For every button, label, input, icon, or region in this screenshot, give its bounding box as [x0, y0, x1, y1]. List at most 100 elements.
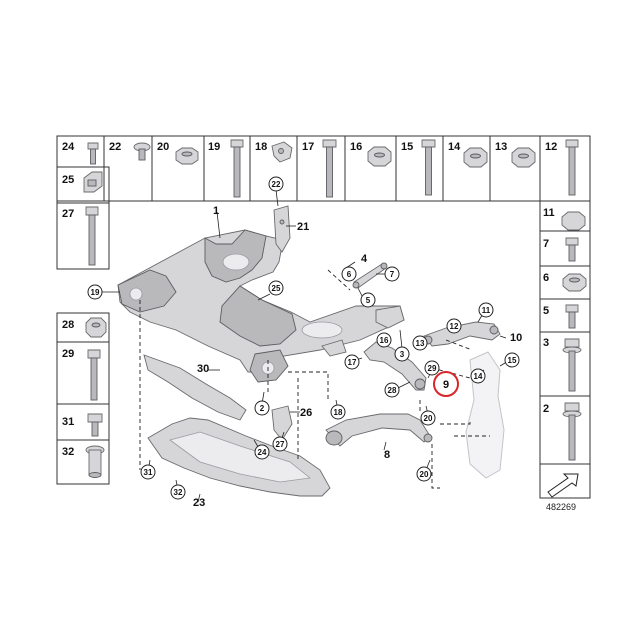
callout-19: 19 [91, 288, 100, 297]
callout-31: 31 [144, 468, 153, 477]
callout-25: 25 [272, 284, 281, 293]
callout-28: 28 [388, 386, 397, 395]
nut-icon-11 [561, 211, 586, 231]
callout-6: 6 [347, 270, 352, 279]
callout-11-marker: 11 [478, 302, 494, 318]
dashed-leaders [139, 269, 490, 489]
left-column-labels: 25 27 28 29 31 32 [62, 174, 74, 458]
callout-23: 23 [193, 497, 205, 509]
bolt-icon-12 [565, 139, 579, 196]
screw-icon-22 [133, 142, 151, 161]
callout-17-marker: 17 [344, 354, 360, 370]
lower-control-arm-8 [325, 413, 433, 447]
sleeve-icon-32 [85, 445, 105, 478]
callout-10: 10 [510, 332, 522, 344]
table-label-32: 32 [62, 446, 74, 458]
table-label-29: 29 [62, 348, 74, 360]
nut-icon-6 [562, 273, 587, 292]
nut-icon-16 [367, 146, 392, 167]
clip-icon-25 [83, 171, 103, 193]
table-label-17: 17 [302, 141, 314, 153]
bracket-icon-18 [271, 141, 293, 163]
callout-20a-marker: 20 [420, 410, 436, 426]
table-label-6: 6 [543, 272, 549, 284]
table-hardware [83, 139, 587, 498]
callout-8: 8 [384, 449, 390, 461]
callout-12: 12 [450, 322, 459, 331]
top-row-labels: 24 22 20 19 18 17 16 15 14 13 12 [62, 141, 557, 153]
callouts: 1 21 4 10 30 26 8 23 22 19 25 6 7 5 11 1… [87, 176, 522, 509]
table-label-27: 27 [62, 208, 74, 220]
table-label-2: 2 [543, 403, 549, 415]
table-label-18: 18 [255, 141, 267, 153]
bolt-icon-7 [565, 237, 579, 262]
callout-9-highlight-marker: 9 [433, 371, 459, 397]
bolt-icon-3 [562, 338, 582, 392]
bolt-icon-15 [421, 139, 436, 196]
callout-16-marker: 16 [376, 332, 392, 348]
callout-14-marker: 14 [470, 368, 486, 384]
callout-24-marker: 24 [254, 444, 270, 460]
callout-3: 3 [400, 350, 405, 359]
bolt-icon-17 [322, 139, 337, 198]
callout-18-marker: 18 [330, 404, 346, 420]
table-label-14: 14 [448, 141, 461, 153]
callout-27: 27 [276, 440, 285, 449]
table-label-12: 12 [545, 141, 557, 153]
callout-22: 22 [272, 180, 281, 189]
wheel-carrier [465, 351, 505, 479]
table-label-28: 28 [62, 319, 74, 331]
callout-32-marker: 32 [170, 484, 186, 500]
callout-2: 2 [260, 404, 265, 413]
table-label-13: 13 [495, 141, 507, 153]
callout-21: 21 [297, 221, 309, 233]
table-label-5: 5 [543, 305, 549, 317]
callout-7: 7 [390, 270, 395, 279]
callout-5-marker: 5 [360, 292, 376, 308]
table-label-15: 15 [401, 141, 413, 153]
callout-26: 26 [300, 407, 312, 419]
callout-15: 15 [508, 356, 517, 365]
nut-icon-13 [511, 147, 536, 168]
nut-icon-28 [85, 317, 107, 338]
callout-29-marker: 29 [424, 360, 440, 376]
callout-20b: 20 [420, 470, 429, 479]
callout-22-marker: 22 [268, 176, 284, 192]
callout-1: 1 [213, 205, 219, 217]
bolt-icon-2 [562, 402, 582, 461]
bracket-21 [273, 205, 291, 253]
callout-29: 29 [428, 364, 437, 373]
table-label-24: 24 [62, 141, 75, 153]
subframe [117, 229, 405, 383]
parts-table [56, 135, 591, 499]
nut-icon-20 [175, 147, 199, 165]
nut-icon-14 [463, 147, 488, 168]
callout-31-marker: 31 [140, 464, 156, 480]
callout-25-marker: 25 [268, 280, 284, 296]
bracket-26 [271, 405, 293, 441]
callout-18: 18 [334, 408, 343, 417]
table-label-20: 20 [157, 141, 169, 153]
callout-2-marker: 2 [254, 400, 270, 416]
table-label-3: 3 [543, 337, 549, 349]
underbody-panel-23 [147, 417, 331, 497]
bolt-icon-19 [230, 139, 244, 198]
callout-30: 30 [197, 363, 209, 375]
bolt-icon-5 [565, 304, 579, 329]
shield-30 [143, 354, 247, 421]
callout-15-marker: 15 [504, 352, 520, 368]
table-label-16: 16 [350, 141, 362, 153]
callout-13-marker: 13 [412, 335, 428, 351]
callout-3-marker: 3 [394, 346, 410, 362]
callout-11: 11 [482, 306, 491, 315]
callout-19-marker: 19 [87, 284, 103, 300]
callout-17: 17 [348, 358, 357, 367]
table-label-7: 7 [543, 238, 549, 250]
bolt-icon-27 [85, 206, 99, 266]
document-number: 482269 [546, 502, 576, 512]
table-label-25: 25 [62, 174, 74, 186]
callout-5: 5 [366, 296, 371, 305]
callout-9: 9 [443, 379, 449, 391]
bolt-icon-29 [87, 349, 101, 401]
callout-32: 32 [174, 488, 183, 497]
